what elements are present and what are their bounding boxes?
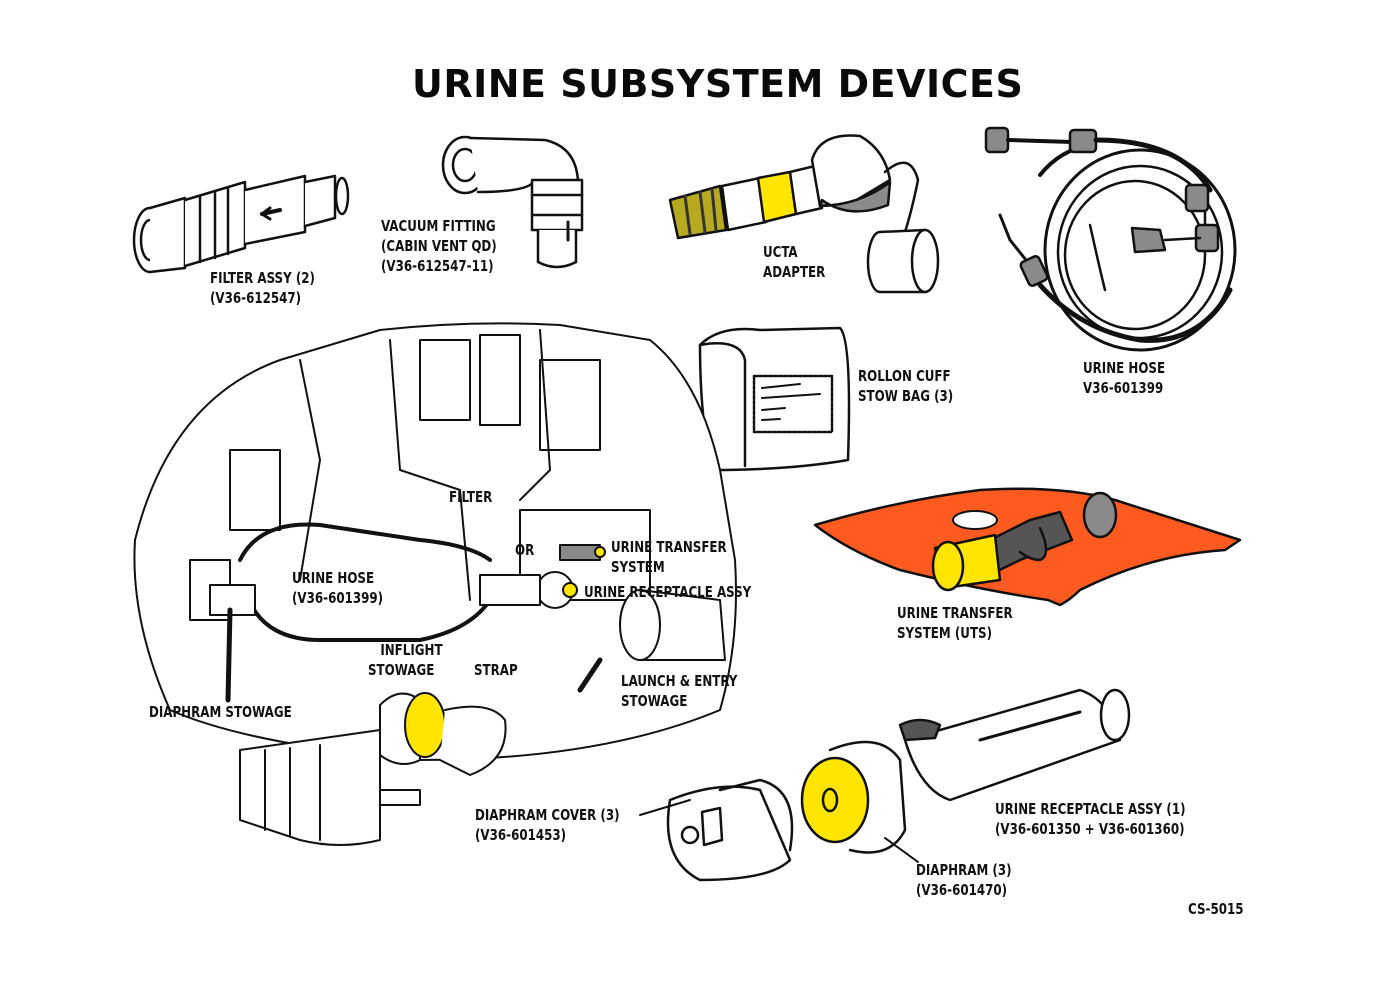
callout-urine-hose: URINE HOSE (V36-601399) <box>292 569 384 607</box>
rollon-cuff-bag-label: ROLLON CUFF STOW BAG (3) <box>858 367 954 405</box>
ucta-adapter-label: UCTA ADAPTER <box>763 243 826 281</box>
filter-assy-drawing <box>132 174 350 274</box>
callout-launch-entry: LAUNCH & ENTRY STOWAGE <box>621 672 738 710</box>
uts-label: URINE TRANSFER SYSTEM (UTS) <box>897 604 1013 642</box>
diaphram-label: DIAPHRAM (3) (V36-601470) <box>916 861 1012 899</box>
figure-code: CS-5015 <box>1188 900 1244 918</box>
receptacle-drawing <box>639 688 1131 882</box>
uts-drawing <box>813 487 1242 607</box>
callout-filter: FILTER <box>449 488 493 506</box>
urine-hose-label: URINE HOSE V36-601399 <box>1083 359 1166 397</box>
callout-diaphram-stowage: DIAPHRAM STOWAGE <box>149 703 292 721</box>
page-title: URINE SUBSYSTEM DEVICES <box>412 62 1024 106</box>
vacuum-fitting-label: VACUUM FITTING (CABIN VENT QD) (V36-6125… <box>381 217 497 275</box>
diaphram-cover-label: DIAPHRAM COVER (3) (V36-601453) <box>475 806 620 844</box>
callout-uts: URINE TRANSFER SYSTEM <box>611 538 727 576</box>
filter-assy-label: FILTER ASSY (2) (V36-612547) <box>210 269 315 307</box>
callout-strap: STRAP <box>474 661 518 679</box>
callout-inflight-stowage: INFLIGHT STOWAGE <box>368 641 443 679</box>
rollon-cuff-bag-drawing <box>698 326 851 472</box>
callout-receptacle: URINE RECEPTACLE ASSY <box>584 583 752 601</box>
callout-or: OR <box>515 541 535 559</box>
vacuum-fitting-drawing <box>441 135 584 269</box>
urine-receptacle-label: URINE RECEPTACLE ASSY (1) (V36-601350 + … <box>995 800 1186 838</box>
ucta-adapter-drawing <box>668 134 940 294</box>
cabin-drawing <box>133 322 737 846</box>
urine-hose-drawing <box>984 126 1237 352</box>
